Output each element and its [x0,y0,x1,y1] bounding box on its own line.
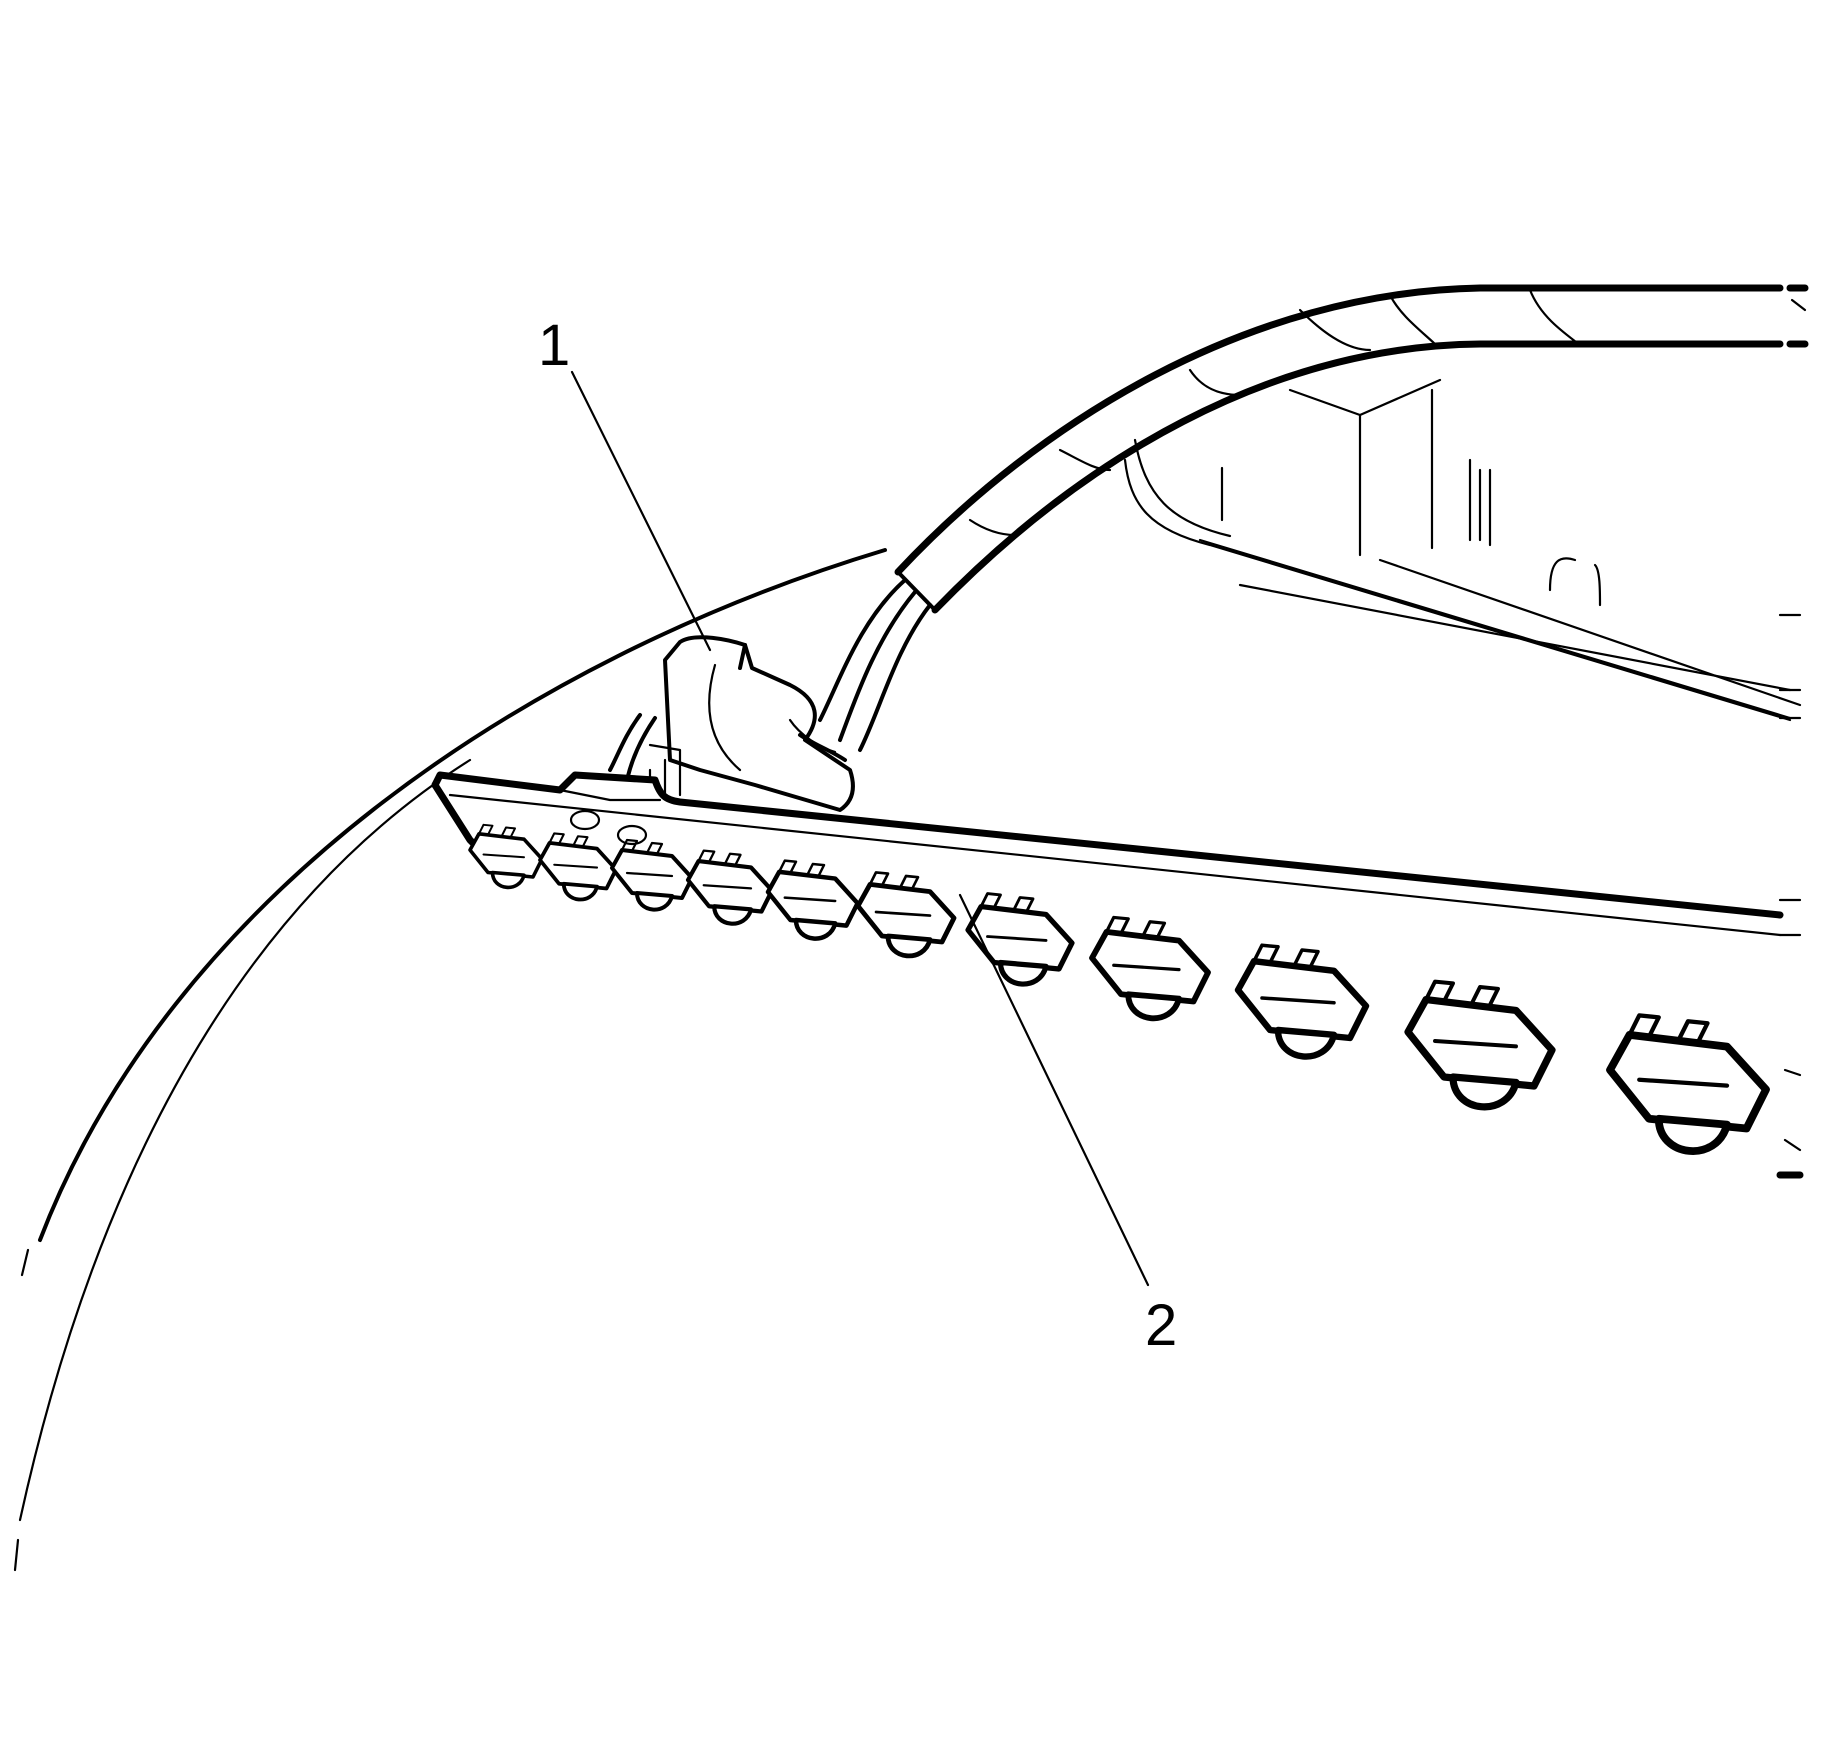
wiring-harness [818,284,1809,752]
callout-1-label: 1 [538,313,570,378]
led-module [855,871,957,959]
window-outline [13,548,887,1572]
leader-line-2 [958,893,1150,1287]
electrical-connector [608,635,855,812]
led-module [1234,943,1370,1060]
led-module [765,859,860,941]
callout-2-label: 2 [1145,1293,1177,1358]
lamp-circuit-board [431,771,1802,937]
led-module [610,838,694,912]
led-module-row [468,823,1804,1179]
led-module [1089,915,1211,1022]
led-module [685,849,775,926]
leader-line-1 [570,370,712,652]
led-module [1606,1013,1770,1155]
led-module [1404,979,1556,1111]
led-module [468,823,544,890]
interior-structure [1123,378,1802,722]
led-module [965,892,1075,987]
led-module [538,832,618,902]
callout-leaders [570,370,1150,1287]
